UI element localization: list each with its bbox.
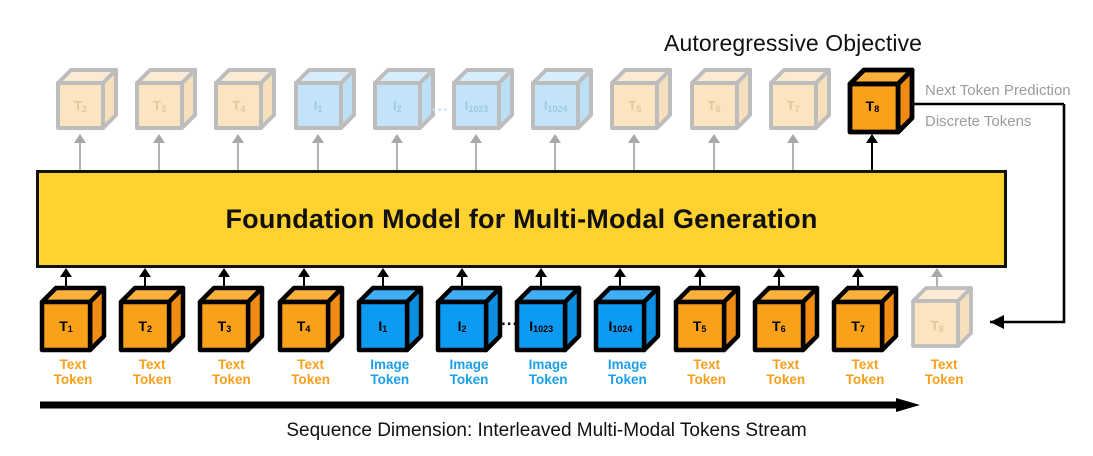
output-arrow-stem: [316, 140, 319, 170]
output-arrow-head: [311, 134, 324, 143]
output-arrow-stem: [237, 140, 240, 170]
next-token-prediction-label: Next Token Prediction: [925, 82, 1071, 99]
output-arrow-head: [390, 134, 403, 143]
output-arrow-head: [786, 134, 799, 143]
input-arrow-head: [139, 268, 152, 277]
output-arrow-head: [549, 134, 562, 143]
input-arrow-head: [218, 268, 231, 277]
input-arrow-head: [852, 268, 864, 277]
output-arrow-stem: [395, 140, 398, 170]
input-arrow-head: [60, 268, 72, 277]
output-arrow-head: [866, 134, 878, 143]
sequence-direction-arrow: [40, 398, 920, 412]
input-arrow-head: [772, 268, 785, 277]
output-arrow-head: [628, 134, 641, 143]
output-arrow-stem: [712, 140, 715, 170]
input-arrow-head: [456, 268, 468, 277]
foundation-model-label: Foundation Model for Multi-Modal Generat…: [225, 203, 818, 234]
input-arrow-head: [297, 268, 310, 277]
output-arrow-stem: [871, 140, 873, 170]
sequence-caption: Sequence Dimension: Interleaved Multi-Mo…: [286, 420, 807, 441]
output-arrow-stem: [475, 140, 477, 170]
output-arrow-head: [470, 134, 482, 143]
output-arrow-head: [707, 134, 720, 143]
output-row-ellipsis: ...: [431, 96, 449, 115]
input-arrow-head: [535, 268, 548, 277]
input-arrow-head: [614, 268, 627, 277]
input-row-ellipsis: ...: [501, 310, 519, 329]
output-arrow-stem: [633, 140, 636, 170]
output-arrow-stem: [791, 140, 794, 170]
foundation-model-block[interactable]: Foundation Model for Multi-Modal Generat…: [36, 170, 1007, 268]
discrete-tokens-label: Discrete Tokens: [925, 113, 1032, 130]
output-arrow-head: [232, 134, 245, 143]
input-arrow-head: [931, 268, 944, 277]
output-arrow-head: [153, 134, 166, 143]
input-arrow-head: [693, 268, 706, 277]
input-arrow-head: [376, 268, 389, 277]
output-arrow-stem: [79, 140, 81, 170]
page-title: Autoregressive Objective: [664, 30, 923, 56]
output-arrow-stem: [554, 140, 557, 170]
output-arrow-stem: [158, 140, 161, 170]
output-arrow-head: [74, 134, 86, 143]
